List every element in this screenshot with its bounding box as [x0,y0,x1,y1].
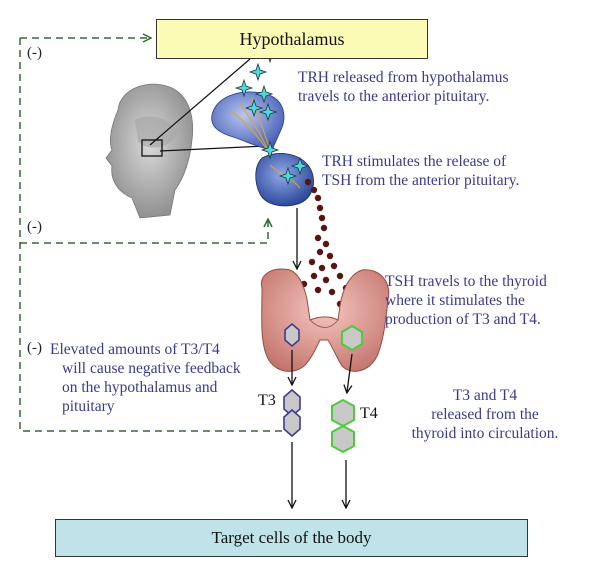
thyroid-illustration [260,268,390,372]
t4-in-thyroid-icon [341,324,363,352]
caption-trh-stimulates: TRH stimulates the release of TSH from t… [322,153,520,189]
caption-tsh-travels: TSH travels to the thyroid where it stim… [385,273,547,328]
negative-marker-feedback: (-) [27,340,42,356]
negative-marker-pituitary: (-) [27,219,42,235]
negative-marker-hypothalamus: (-) [27,45,42,61]
hypothalamus-box: Hypothalamus [156,19,428,59]
caption-negative-feedback: Elevated amounts of T3/T4 will cause neg… [50,341,241,415]
thyroid-to-t4-arrow [347,353,353,392]
t3-label: T3 [258,392,276,409]
t3-molecule-icon [283,388,301,438]
target-cells-label: Target cells of the body [211,528,372,547]
hypothalamus-label: Hypothalamus [239,28,345,49]
head-icon [105,58,267,219]
t4-label: T4 [360,405,378,422]
caption-trh-release: TRH released from hypothalamus travels t… [298,69,509,105]
target-cells-box: Target cells of the body [55,519,528,557]
t3-in-thyroid-icon [284,322,300,348]
caption-t3t4-release: T3 and T4 released from the thyroid into… [411,387,559,442]
brain-region-box [141,139,163,157]
anterior-pituitary-illustration [255,153,314,207]
t4-molecule-icon [331,398,355,454]
hypothalamus-illustration [211,91,285,151]
trh-molecules [234,44,310,186]
